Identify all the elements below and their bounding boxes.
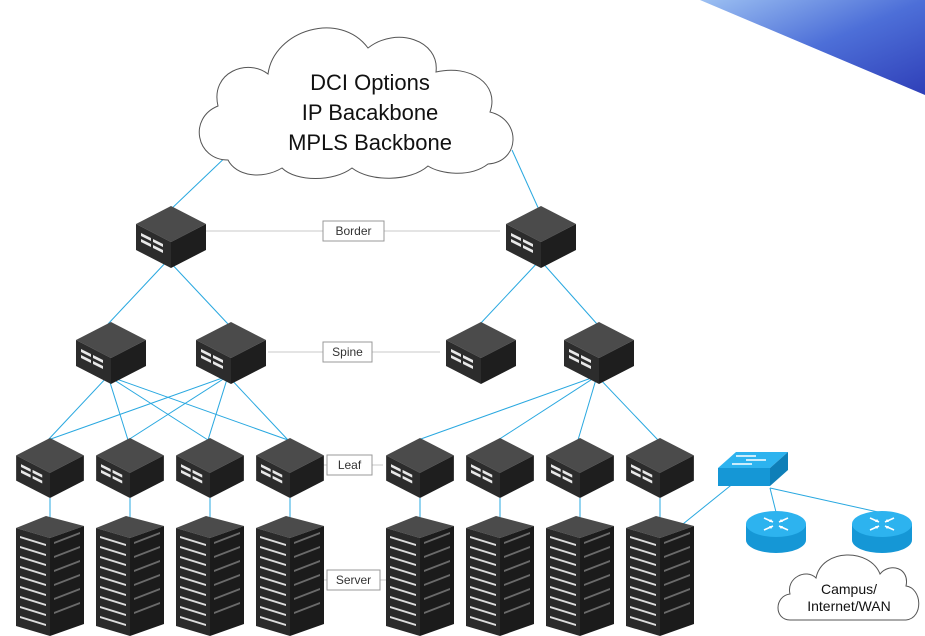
tier-label-server: Server bbox=[326, 569, 381, 591]
leaf-switch-3 bbox=[176, 438, 244, 498]
tier-label-leaf-text: Leaf bbox=[338, 458, 362, 472]
server-rack-2 bbox=[96, 516, 164, 636]
cloud-line-1: DCI Options bbox=[310, 70, 430, 95]
tier-lines bbox=[205, 230, 500, 581]
tier-label-spine-text: Spine bbox=[332, 345, 363, 359]
server-rack-4 bbox=[256, 516, 324, 636]
leaf-switch-5 bbox=[386, 438, 454, 498]
spine-switch-3 bbox=[446, 322, 516, 384]
tier-label-spine: Spine bbox=[322, 341, 373, 363]
leaf-switch-4 bbox=[256, 438, 324, 498]
leaf-switch-6 bbox=[466, 438, 534, 498]
border-switch-2 bbox=[506, 206, 576, 268]
leaf-switch-1 bbox=[16, 438, 84, 498]
spine-switch-1 bbox=[76, 322, 146, 384]
server-rack-6 bbox=[466, 516, 534, 636]
tier-label-border-text: Border bbox=[335, 224, 371, 238]
cloud-line-3: MPLS Backbone bbox=[288, 130, 452, 155]
tier-label-leaf: Leaf bbox=[326, 454, 373, 476]
campus-cloud-line-2: Internet/WAN bbox=[807, 598, 891, 614]
server-rack-5 bbox=[386, 516, 454, 636]
leaf-switch-8 bbox=[626, 438, 694, 498]
tier-label-server-text: Server bbox=[336, 573, 371, 587]
cloud-line-2: IP Bacakbone bbox=[302, 100, 439, 125]
server-rack-1 bbox=[16, 516, 84, 636]
cloud-icon bbox=[198, 27, 514, 179]
router-icon-1 bbox=[746, 510, 806, 554]
tier-label-border: Border bbox=[322, 220, 385, 242]
spine-switch-2 bbox=[196, 322, 266, 384]
dci-cloud: DCI Options IP Bacakbone MPLS Backbone bbox=[198, 27, 514, 179]
spine-switch-4 bbox=[564, 322, 634, 384]
corner-accent bbox=[700, 0, 925, 95]
link-lines bbox=[47, 149, 879, 529]
server-rack-7 bbox=[546, 516, 614, 636]
leaf-switch-2 bbox=[96, 438, 164, 498]
leaf-switch-7 bbox=[546, 438, 614, 498]
router-icon-2 bbox=[852, 510, 912, 554]
campus-cloud-line-1: Campus/ bbox=[821, 581, 877, 597]
server-rack-3 bbox=[176, 516, 244, 636]
lan-switch-icon bbox=[718, 452, 788, 487]
campus-cloud: Campus/ Internet/WAN bbox=[777, 554, 920, 621]
border-switch-1 bbox=[136, 206, 206, 268]
server-rack-8 bbox=[626, 516, 694, 636]
campus-cloud-icon bbox=[777, 554, 920, 621]
